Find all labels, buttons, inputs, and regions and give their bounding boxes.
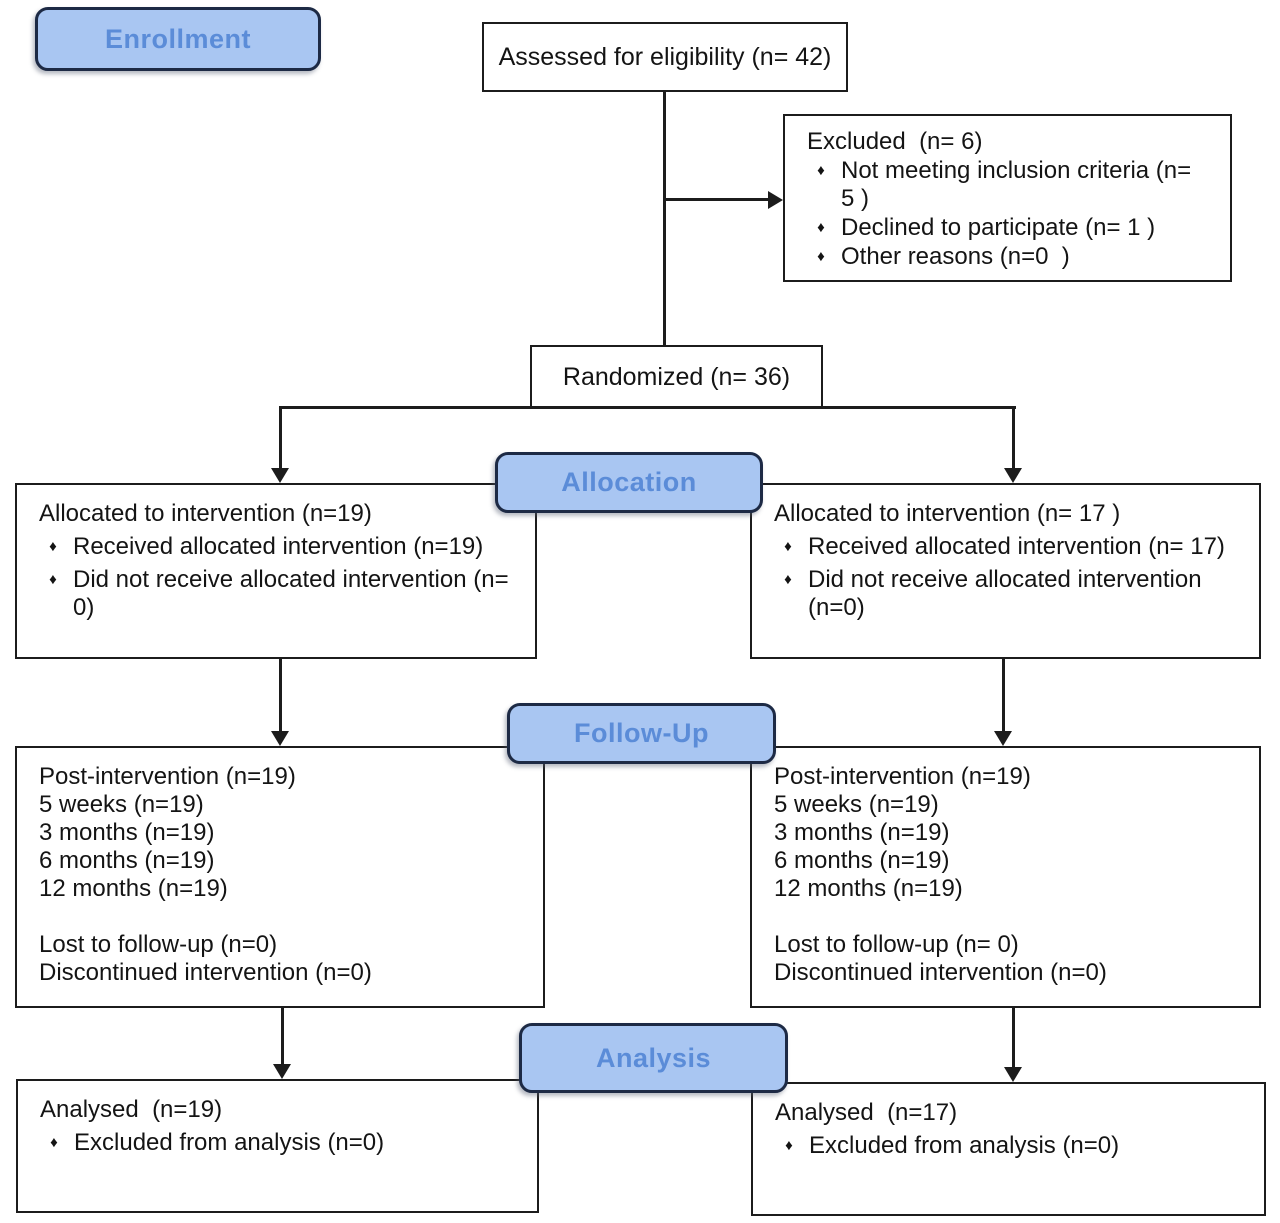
analysis-left-title: Analysed (n=19)	[40, 1096, 223, 1123]
connector-randomized-branch	[279, 406, 1016, 409]
excluded-bullet-text: Not meeting inclusion criteria (n= 5 )	[841, 157, 1198, 212]
analysis-left-bullet-text: Excluded from analysis (n=0)	[74, 1129, 385, 1156]
allocation-left-bullet-text: Received allocated intervention (n=19)	[73, 533, 484, 560]
diamond-bullet-icon: ♦	[785, 1137, 793, 1154]
blank-line	[39, 903, 523, 931]
excluded-bullet-text: Declined to participate (n= 1 )	[841, 214, 1156, 241]
analysis-right-box: Analysed (n=17) ♦ Excluded from analysis…	[751, 1082, 1266, 1216]
diamond-bullet-icon: ♦	[49, 538, 57, 555]
connector-alloc-to-followup-right	[1002, 659, 1005, 733]
followup-left-line: Lost to follow-up (n=0)	[39, 931, 278, 958]
followup-right-box: Post-intervention (n=19) 5 weeks (n=19) …	[750, 746, 1261, 1008]
stage-label-enrollment-text: Enrollment	[104, 23, 251, 54]
randomized-box: Randomized (n= 36)	[530, 345, 823, 409]
connector-randomized-to-alloc-right	[1012, 406, 1015, 470]
diamond-bullet-icon: ♦	[50, 1134, 58, 1151]
followup-right-line: Lost to follow-up (n= 0)	[774, 931, 1019, 958]
connector-alloc-to-followup-left	[279, 659, 282, 733]
arrowhead-down-followup-left-icon	[271, 731, 289, 746]
followup-left-line: 3 months (n=19)	[39, 819, 215, 846]
allocation-right-bullet-row: ♦ Received allocated intervention (n= 17…	[774, 533, 1239, 561]
analysis-left-box: Analysed (n=19) ♦ Excluded from analysis…	[16, 1079, 539, 1213]
diamond-bullet-icon: ♦	[817, 248, 825, 265]
analysis-right-bullet-text: Excluded from analysis (n=0)	[809, 1132, 1120, 1159]
diamond-bullet-icon: ♦	[784, 538, 792, 555]
arrowhead-right-excluded-icon	[768, 191, 783, 209]
allocation-right-box: Allocated to intervention (n= 17 ) ♦ Rec…	[750, 483, 1261, 659]
randomized-title: Randomized (n= 36)	[562, 363, 791, 391]
arrowhead-down-analysis-left-icon	[273, 1064, 291, 1079]
connector-followup-to-analysis-left	[281, 1008, 284, 1066]
stage-label-analysis: Analysis	[519, 1023, 788, 1093]
stage-label-followup: Follow-Up	[507, 703, 776, 764]
diamond-bullet-icon: ♦	[784, 571, 792, 588]
followup-right-line: 3 months (n=19)	[774, 819, 950, 846]
followup-left-line: Discontinued intervention (n=0)	[39, 959, 372, 986]
followup-left-line: 5 weeks (n=19)	[39, 791, 204, 818]
arrowhead-down-followup-right-icon	[994, 731, 1012, 746]
stage-label-followup-text: Follow-Up	[574, 718, 709, 748]
allocation-left-bullet-row: ♦ Received allocated intervention (n=19)	[39, 533, 515, 561]
connector-followup-to-analysis-right	[1012, 1008, 1015, 1069]
stage-label-allocation-text: Allocation	[561, 467, 697, 497]
diamond-bullet-icon: ♦	[817, 219, 825, 236]
excluded-bullet-row: ♦ Declined to participate (n= 1 )	[807, 214, 1210, 242]
excluded-bullet-text: Other reasons (n=0 )	[841, 243, 1070, 270]
excluded-bullet-row: ♦ Not meeting inclusion criteria (n= 5 )	[807, 157, 1210, 213]
allocation-right-bullet-row: ♦ Did not receive allocated intervention…	[774, 566, 1239, 622]
allocation-right-bullet-text: Did not receive allocated intervention (…	[808, 566, 1209, 621]
excluded-title: Excluded (n= 6)	[807, 128, 983, 155]
followup-right-line: 5 weeks (n=19)	[774, 791, 939, 818]
stage-label-allocation: Allocation	[495, 452, 763, 513]
followup-right-line: 12 months (n=19)	[774, 875, 963, 902]
analysis-right-bullet-row: ♦ Excluded from analysis (n=0)	[775, 1132, 1244, 1160]
arrowhead-down-alloc-left-icon	[271, 468, 289, 483]
excluded-box: Excluded (n= 6) ♦ Not meeting inclusion …	[783, 114, 1232, 282]
allocation-right-bullet-text: Received allocated intervention (n= 17)	[808, 533, 1225, 560]
assessed-title: Assessed for eligibility (n= 42)	[498, 43, 832, 71]
allocation-left-title: Allocated to intervention (n=19)	[39, 500, 372, 527]
arrowhead-down-alloc-right-icon	[1004, 468, 1022, 483]
followup-left-line: Post-intervention (n=19)	[39, 763, 296, 790]
allocation-left-box: Allocated to intervention (n=19) ♦ Recei…	[15, 483, 537, 659]
diamond-bullet-icon: ♦	[49, 571, 57, 588]
connector-to-excluded	[663, 198, 768, 201]
excluded-bullet-row: ♦ Other reasons (n=0 )	[807, 243, 1210, 271]
stage-label-enrollment: Enrollment	[35, 7, 321, 71]
allocation-right-title: Allocated to intervention (n= 17 )	[774, 500, 1121, 527]
followup-left-line: 12 months (n=19)	[39, 875, 228, 902]
followup-right-line: 6 months (n=19)	[774, 847, 950, 874]
connector-assessed-to-randomized	[663, 92, 666, 345]
stage-label-analysis-text: Analysis	[595, 1042, 712, 1073]
followup-left-box: Post-intervention (n=19) 5 weeks (n=19) …	[15, 746, 545, 1008]
diamond-bullet-icon: ♦	[817, 162, 825, 179]
allocation-left-bullet-text: Did not receive allocated intervention (…	[73, 566, 516, 621]
assessed-box: Assessed for eligibility (n= 42)	[482, 22, 848, 92]
blank-line	[774, 903, 1239, 931]
followup-left-line: 6 months (n=19)	[39, 847, 215, 874]
followup-right-line: Post-intervention (n=19)	[774, 763, 1031, 790]
arrowhead-down-analysis-right-icon	[1004, 1067, 1022, 1082]
allocation-left-bullet-row: ♦ Did not receive allocated intervention…	[39, 566, 515, 622]
followup-right-line: Discontinued intervention (n=0)	[774, 959, 1107, 986]
analysis-left-bullet-row: ♦ Excluded from analysis (n=0)	[40, 1129, 517, 1157]
connector-randomized-to-alloc-left	[279, 406, 282, 470]
analysis-right-title: Analysed (n=17)	[775, 1099, 958, 1126]
